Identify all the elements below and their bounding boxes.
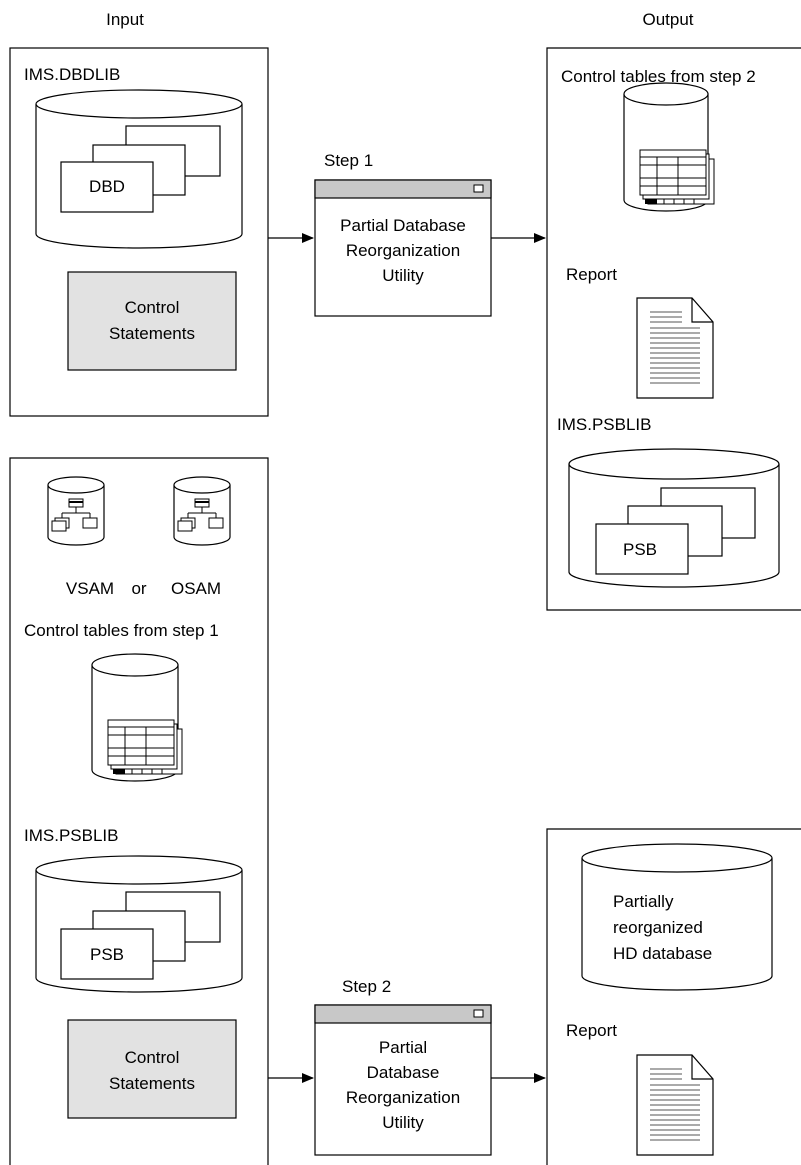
osam-label: OSAM	[171, 579, 221, 598]
step1-utility-line1: Partial Database	[340, 216, 466, 235]
reorganized-database-line1: Partially	[613, 892, 674, 911]
step2-control-statements-box	[67, 1019, 237, 1119]
reorganized-database-line3: HD database	[613, 944, 712, 963]
step2-report-document-icon	[636, 1054, 714, 1156]
step1-output-psb-pages	[595, 487, 756, 575]
step1-report-label: Report	[566, 265, 617, 284]
step2-input-psblib-label: IMS.PSBLIB	[24, 826, 118, 845]
step2-control-statements-line2: Statements	[109, 1074, 195, 1093]
step2-input-psb-label: PSB	[90, 945, 124, 964]
step2-report-label: Report	[566, 1021, 617, 1040]
window-maximize-icon	[473, 1009, 484, 1018]
step1-output-psb-label: PSB	[623, 540, 657, 559]
input-header: Input	[106, 10, 144, 29]
step2-utility-line1: Partial	[379, 1038, 427, 1057]
step1-input-box	[9, 47, 269, 417]
step1-utility-window	[314, 179, 492, 317]
step1-label: Step 1	[324, 151, 373, 170]
table-grid-icon	[107, 719, 183, 775]
step2-input-control-tables-label: Control tables from step 1	[24, 621, 219, 640]
vsam-label: VSAM	[66, 579, 114, 598]
step1-control-statements-box	[67, 271, 237, 371]
step1-utility-line2: Reorganization	[346, 241, 460, 260]
table-grid-icon	[639, 149, 715, 205]
step1-control-statements-line1: Control	[125, 298, 180, 317]
window-maximize-icon	[473, 184, 484, 193]
dbdlib-label: IMS.DBDLIB	[24, 65, 120, 84]
step2-utility-window	[314, 1004, 492, 1156]
step2-output-box	[546, 828, 801, 1165]
osam-database-icon	[173, 476, 231, 546]
step2-input-psb-pages	[60, 891, 221, 980]
step1-report-document-icon	[636, 297, 714, 399]
step1-utility-line3: Utility	[382, 266, 424, 285]
step2-control-statements-line1: Control	[125, 1048, 180, 1067]
step2-input-box	[9, 457, 269, 1165]
step1-output-control-tables-label: Control tables from step 2	[561, 67, 756, 86]
dbd-stacked-pages	[60, 125, 221, 213]
step1-control-statements-line2: Statements	[109, 324, 195, 343]
step2-utility-line2: Database	[367, 1063, 440, 1082]
reorganized-database-line2: reorganized	[613, 918, 703, 937]
step1-output-control-tables-cylinder	[623, 82, 715, 212]
vsam-database-icon	[47, 476, 105, 546]
output-header: Output	[642, 10, 693, 29]
dbd-label: DBD	[89, 177, 125, 196]
or-label: or	[131, 579, 146, 598]
step2-utility-line4: Utility	[382, 1113, 424, 1132]
step1-output-psblib-label: IMS.PSBLIB	[557, 415, 651, 434]
step2-input-control-tables-cylinder	[91, 653, 183, 782]
step1-output-box	[546, 47, 801, 611]
step2-label: Step 2	[342, 977, 391, 996]
reorganized-database-cylinder	[581, 843, 773, 991]
step2-utility-line3: Reorganization	[346, 1088, 460, 1107]
